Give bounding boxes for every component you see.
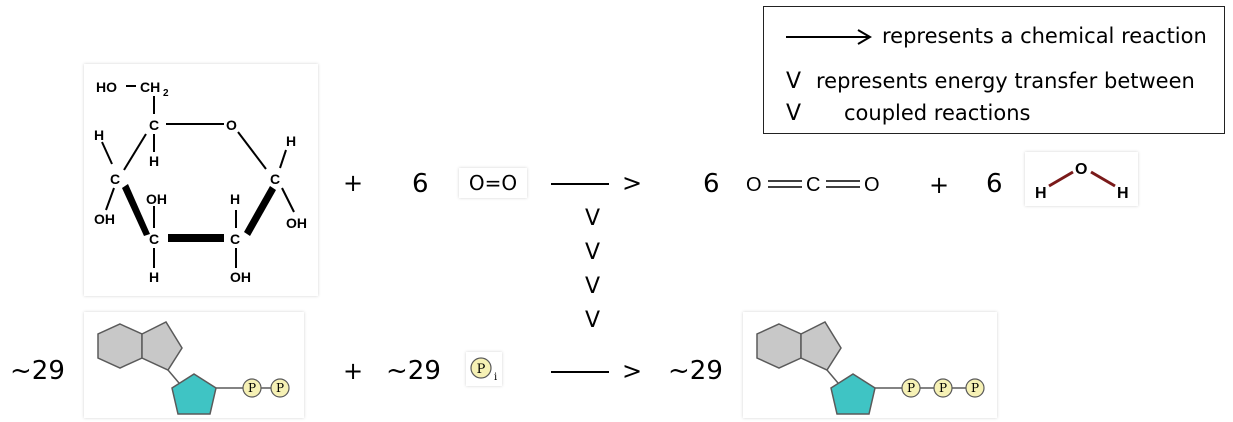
- atp-icon: P P P: [756, 321, 985, 415]
- inorganic-phosphate: P i: [466, 352, 502, 386]
- plus-sign-bottom: +: [343, 357, 364, 385]
- atp-molecule: P P P: [743, 312, 997, 418]
- glucose-label-c1: C: [270, 171, 280, 187]
- plus-sign-top-1: +: [343, 169, 364, 197]
- coupling-symbol-3: V: [585, 274, 601, 299]
- glucose-label-oh2: OH: [230, 269, 251, 285]
- coupling-symbol-1: V: [585, 206, 601, 231]
- oxygen-coefficient: 6: [412, 169, 429, 199]
- pi-subscript: i: [494, 372, 497, 383]
- glucose-label-h2: H: [230, 191, 240, 207]
- pi-label: P: [477, 362, 486, 377]
- co2-molecule: O C O: [746, 170, 886, 198]
- glucose-label-h5: H: [149, 153, 159, 169]
- adp-phosphate-2: P: [276, 381, 284, 395]
- adp-icon: P P: [97, 321, 290, 415]
- glucose-label-h3: H: [149, 269, 159, 285]
- water-icon: O H H: [1035, 161, 1129, 202]
- adp-phosphate-1: P: [248, 381, 256, 395]
- legend-reaction-text: represents a chemical reaction: [882, 24, 1207, 48]
- legend-arrow-icon: [786, 29, 872, 45]
- glucose-label-oh1: OH: [286, 215, 307, 231]
- coupling-symbol-2: V: [585, 240, 601, 265]
- reaction-arrow-top-icon: [551, 183, 609, 185]
- glucose-label-c2: C: [230, 231, 240, 247]
- phosphate-icon: P i: [470, 357, 497, 383]
- atp-phosphate-3: P: [971, 381, 979, 395]
- legend-coupling-text-2: coupled reactions: [844, 101, 1031, 125]
- atp-phosphate-1: P: [907, 381, 915, 395]
- water-label-h-left: H: [1035, 185, 1047, 202]
- glucose-label-c4: C: [110, 171, 120, 187]
- co2-label-o-left: O: [746, 174, 762, 196]
- glucose-structure: HO CH 2 C O H H H C C OH H OH OH C C H O…: [84, 64, 318, 296]
- glucose-label-ch2-sub: 2: [163, 88, 169, 99]
- oxygen-molecule: O=O: [459, 168, 527, 198]
- atp-coefficient: ~29: [668, 356, 723, 386]
- reaction-arrow-bottom-tip: >: [622, 357, 643, 385]
- glucose-label-ch2: CH: [140, 79, 160, 95]
- glucose-label-o: O: [226, 117, 237, 133]
- co2-icon: O C O: [746, 174, 880, 196]
- legend-box: represents a chemical reaction V represe…: [763, 6, 1225, 134]
- water-molecule: O H H: [1025, 152, 1138, 206]
- glucose-label-oh3: OH: [146, 191, 167, 207]
- water-label-h-right: H: [1117, 185, 1129, 202]
- glucose-label-c5: C: [149, 117, 159, 133]
- adp-coefficient: ~29: [10, 356, 65, 386]
- glucose-label-h4: H: [94, 127, 104, 143]
- water-label-o: O: [1075, 161, 1087, 178]
- water-coefficient: 6: [986, 169, 1003, 199]
- co2-coefficient: 6: [703, 169, 720, 199]
- legend-coupling-symbol: V: [786, 69, 802, 94]
- legend-coupling-text-1: represents energy transfer between: [816, 69, 1195, 93]
- reaction-arrow-top-tip: >: [622, 169, 643, 197]
- atp-phosphate-2: P: [939, 381, 947, 395]
- pi-coefficient: ~29: [386, 356, 441, 386]
- glucose-label-ho: HO: [96, 79, 117, 95]
- glucose-label-h1: H: [286, 133, 296, 149]
- legend-coupling-symbol-2: V: [786, 101, 802, 126]
- oxygen-formula: O=O: [468, 171, 518, 195]
- adp-molecule: P P: [84, 312, 304, 418]
- coupling-symbol-4: V: [585, 308, 601, 333]
- co2-label-o-right: O: [864, 174, 880, 196]
- reaction-arrow-bottom-icon: [551, 371, 609, 373]
- glucose-label-c3: C: [149, 231, 159, 247]
- glucose-label-oh4: OH: [94, 211, 115, 227]
- plus-sign-top-2: +: [929, 171, 950, 199]
- glucose-icon: HO CH 2 C O H H H C C OH H OH OH C C H O…: [94, 79, 307, 285]
- co2-label-c: C: [806, 174, 820, 196]
